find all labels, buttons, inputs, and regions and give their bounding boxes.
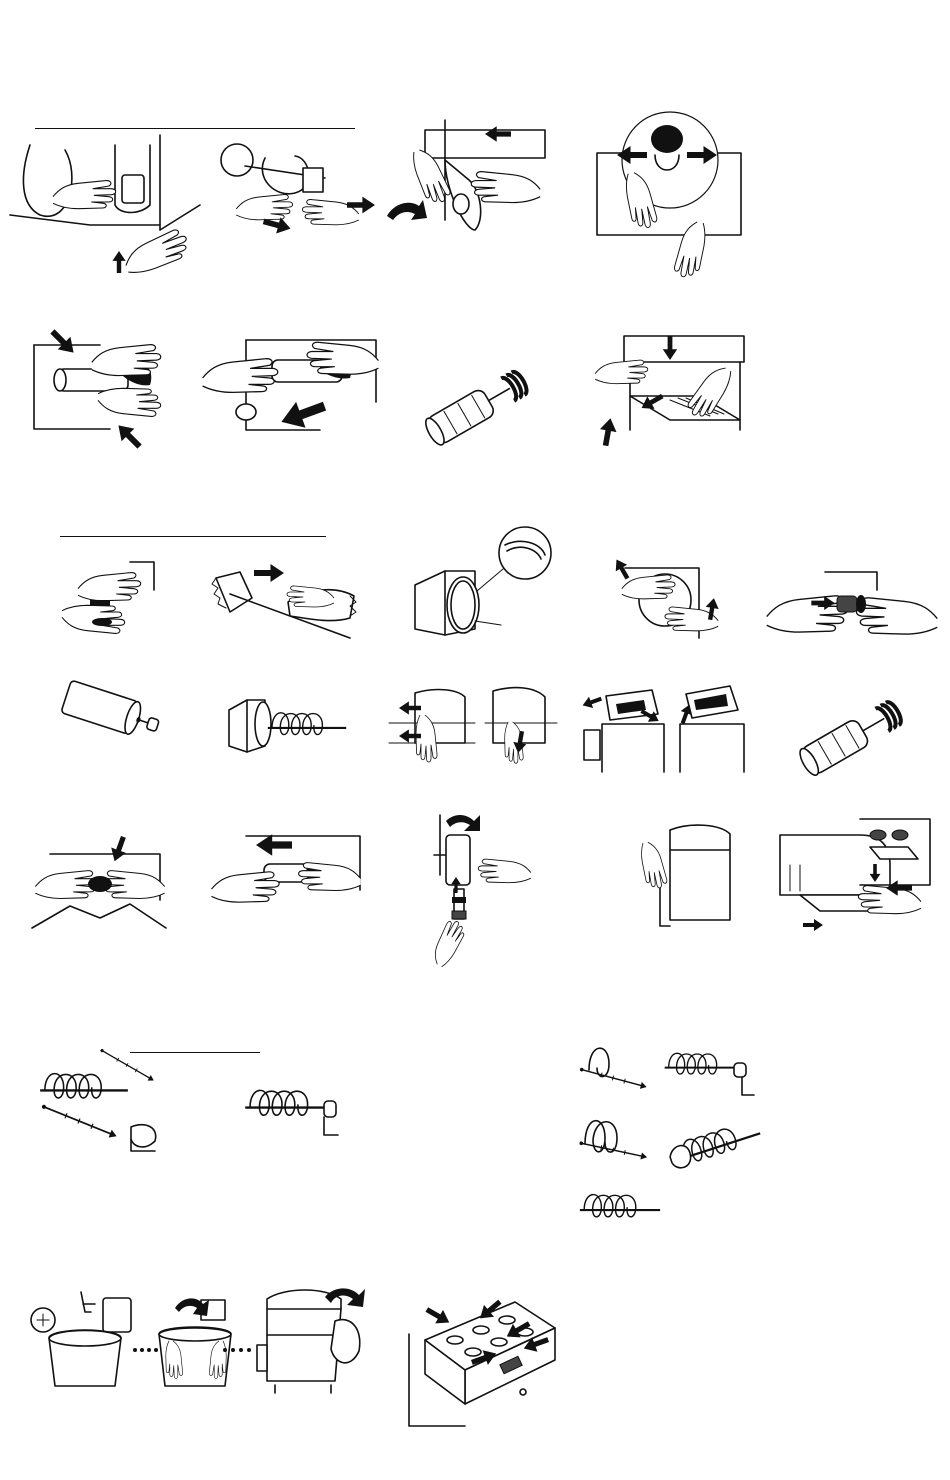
figure-1-7-spring-shaft bbox=[415, 355, 540, 445]
hand-icon bbox=[595, 360, 648, 384]
figure-3-7-step-e bbox=[575, 1180, 665, 1240]
hand-icon bbox=[211, 872, 279, 902]
auger-spiral-icon bbox=[245, 1090, 335, 1115]
auger-spiral-icon bbox=[665, 1053, 740, 1074]
hand-icon bbox=[120, 227, 192, 277]
figure-3-6-step-d bbox=[665, 1112, 770, 1177]
black-arrow-icon bbox=[46, 325, 80, 359]
section-1-heading-rule bbox=[35, 128, 355, 129]
figure-2-6-cylinder bbox=[55, 680, 165, 760]
figure-1-4-remove-cap bbox=[595, 115, 745, 240]
figure-1-6-pull-apart bbox=[200, 322, 380, 432]
hand-icon bbox=[203, 359, 278, 393]
hand-icon bbox=[767, 596, 848, 632]
auger-spiral-icon bbox=[268, 713, 346, 735]
figure-3-3-step-a bbox=[575, 1040, 650, 1105]
ellipsis-dots-icon bbox=[222, 1345, 252, 1355]
section-3-heading-rule bbox=[130, 1052, 260, 1053]
black-arrow-icon bbox=[399, 701, 421, 714]
figure-2-14-fit-bowl bbox=[630, 820, 745, 930]
figure-3-4-step-b bbox=[660, 1035, 755, 1105]
black-arrow-icon bbox=[870, 864, 881, 882]
hand-icon bbox=[427, 918, 469, 969]
black-arrow-icon bbox=[112, 251, 125, 273]
hand-icon bbox=[307, 342, 378, 374]
figure-2-9-bowl-lid bbox=[580, 680, 750, 775]
curved-arrow-icon bbox=[387, 200, 427, 220]
connecting-rod-icon bbox=[40, 1102, 118, 1140]
figure-3-1-auger-parts bbox=[35, 1055, 165, 1155]
section-2-heading-rule bbox=[60, 536, 326, 537]
figure-1-3-rotate-knob bbox=[385, 120, 555, 240]
figure-2-2-clean-rod bbox=[210, 558, 360, 643]
figure-2-4-remove-seal bbox=[605, 558, 735, 643]
figure-2-8-bowl-install bbox=[385, 683, 560, 778]
figure-4-3-pour-into-bowl bbox=[255, 1285, 365, 1395]
figure-4-2-pour-solution bbox=[155, 1290, 235, 1390]
figure-1-8-remove-drip-tray bbox=[590, 330, 745, 448]
figure-1-1-tap-removal bbox=[10, 135, 200, 280]
figure-2-13-assemble-tap bbox=[410, 815, 540, 965]
figure-2-5-fit-gasket bbox=[765, 570, 940, 640]
figure-3-2-auger-assembled bbox=[240, 1075, 340, 1140]
hand-icon bbox=[53, 181, 116, 209]
auger-spiral-icon bbox=[580, 1195, 660, 1217]
black-arrow-icon bbox=[107, 834, 131, 864]
black-arrow-icon bbox=[277, 393, 330, 435]
figure-2-3-seal-detail bbox=[405, 525, 555, 645]
hand-icon bbox=[98, 388, 161, 416]
black-arrow-icon bbox=[485, 126, 511, 142]
figure-1-2-pull-rod bbox=[215, 138, 375, 238]
hand-icon bbox=[478, 859, 531, 883]
curved-arrow-icon bbox=[446, 815, 480, 831]
figure-4-1-fill-water bbox=[25, 1290, 145, 1390]
figure-3-5-step-c bbox=[575, 1110, 650, 1175]
auger-spiral-icon bbox=[40, 1074, 128, 1098]
hand-icon bbox=[471, 172, 540, 203]
hand-icon bbox=[622, 575, 675, 599]
hand-icon bbox=[78, 573, 141, 601]
hand-icon bbox=[856, 598, 937, 634]
black-arrow-icon bbox=[423, 1303, 453, 1330]
black-arrow-icon bbox=[254, 564, 284, 582]
black-arrow-icon bbox=[663, 336, 677, 360]
figure-1-5-grip-shaft bbox=[30, 325, 170, 450]
figure-2-7-auger-housing bbox=[225, 690, 350, 760]
figure-2-12-insert-shaft bbox=[210, 830, 365, 920]
hand-icon bbox=[92, 345, 161, 376]
hand-icon bbox=[673, 219, 708, 279]
hand-icon bbox=[62, 605, 125, 633]
hand-icon bbox=[639, 840, 668, 890]
hand-icon bbox=[236, 195, 292, 220]
figure-2-11-press-seal bbox=[30, 840, 170, 930]
black-arrow-icon bbox=[112, 419, 146, 453]
black-arrow-icon bbox=[611, 556, 633, 582]
figure-2-1-lubricate bbox=[50, 560, 160, 645]
black-arrow-icon bbox=[597, 417, 618, 447]
figure-4-4-control-panel bbox=[405, 1300, 560, 1425]
black-arrow-icon bbox=[256, 834, 292, 856]
hand-icon bbox=[299, 863, 361, 891]
connecting-rod-icon bbox=[579, 1139, 648, 1160]
figure-2-10-spring-shaft bbox=[790, 680, 920, 775]
black-arrow-icon bbox=[803, 919, 823, 931]
figure-2-15-drip-tray bbox=[770, 815, 935, 930]
hand-icon bbox=[416, 715, 437, 762]
black-arrow-icon bbox=[581, 693, 604, 711]
ellipsis-2 bbox=[222, 1345, 252, 1355]
